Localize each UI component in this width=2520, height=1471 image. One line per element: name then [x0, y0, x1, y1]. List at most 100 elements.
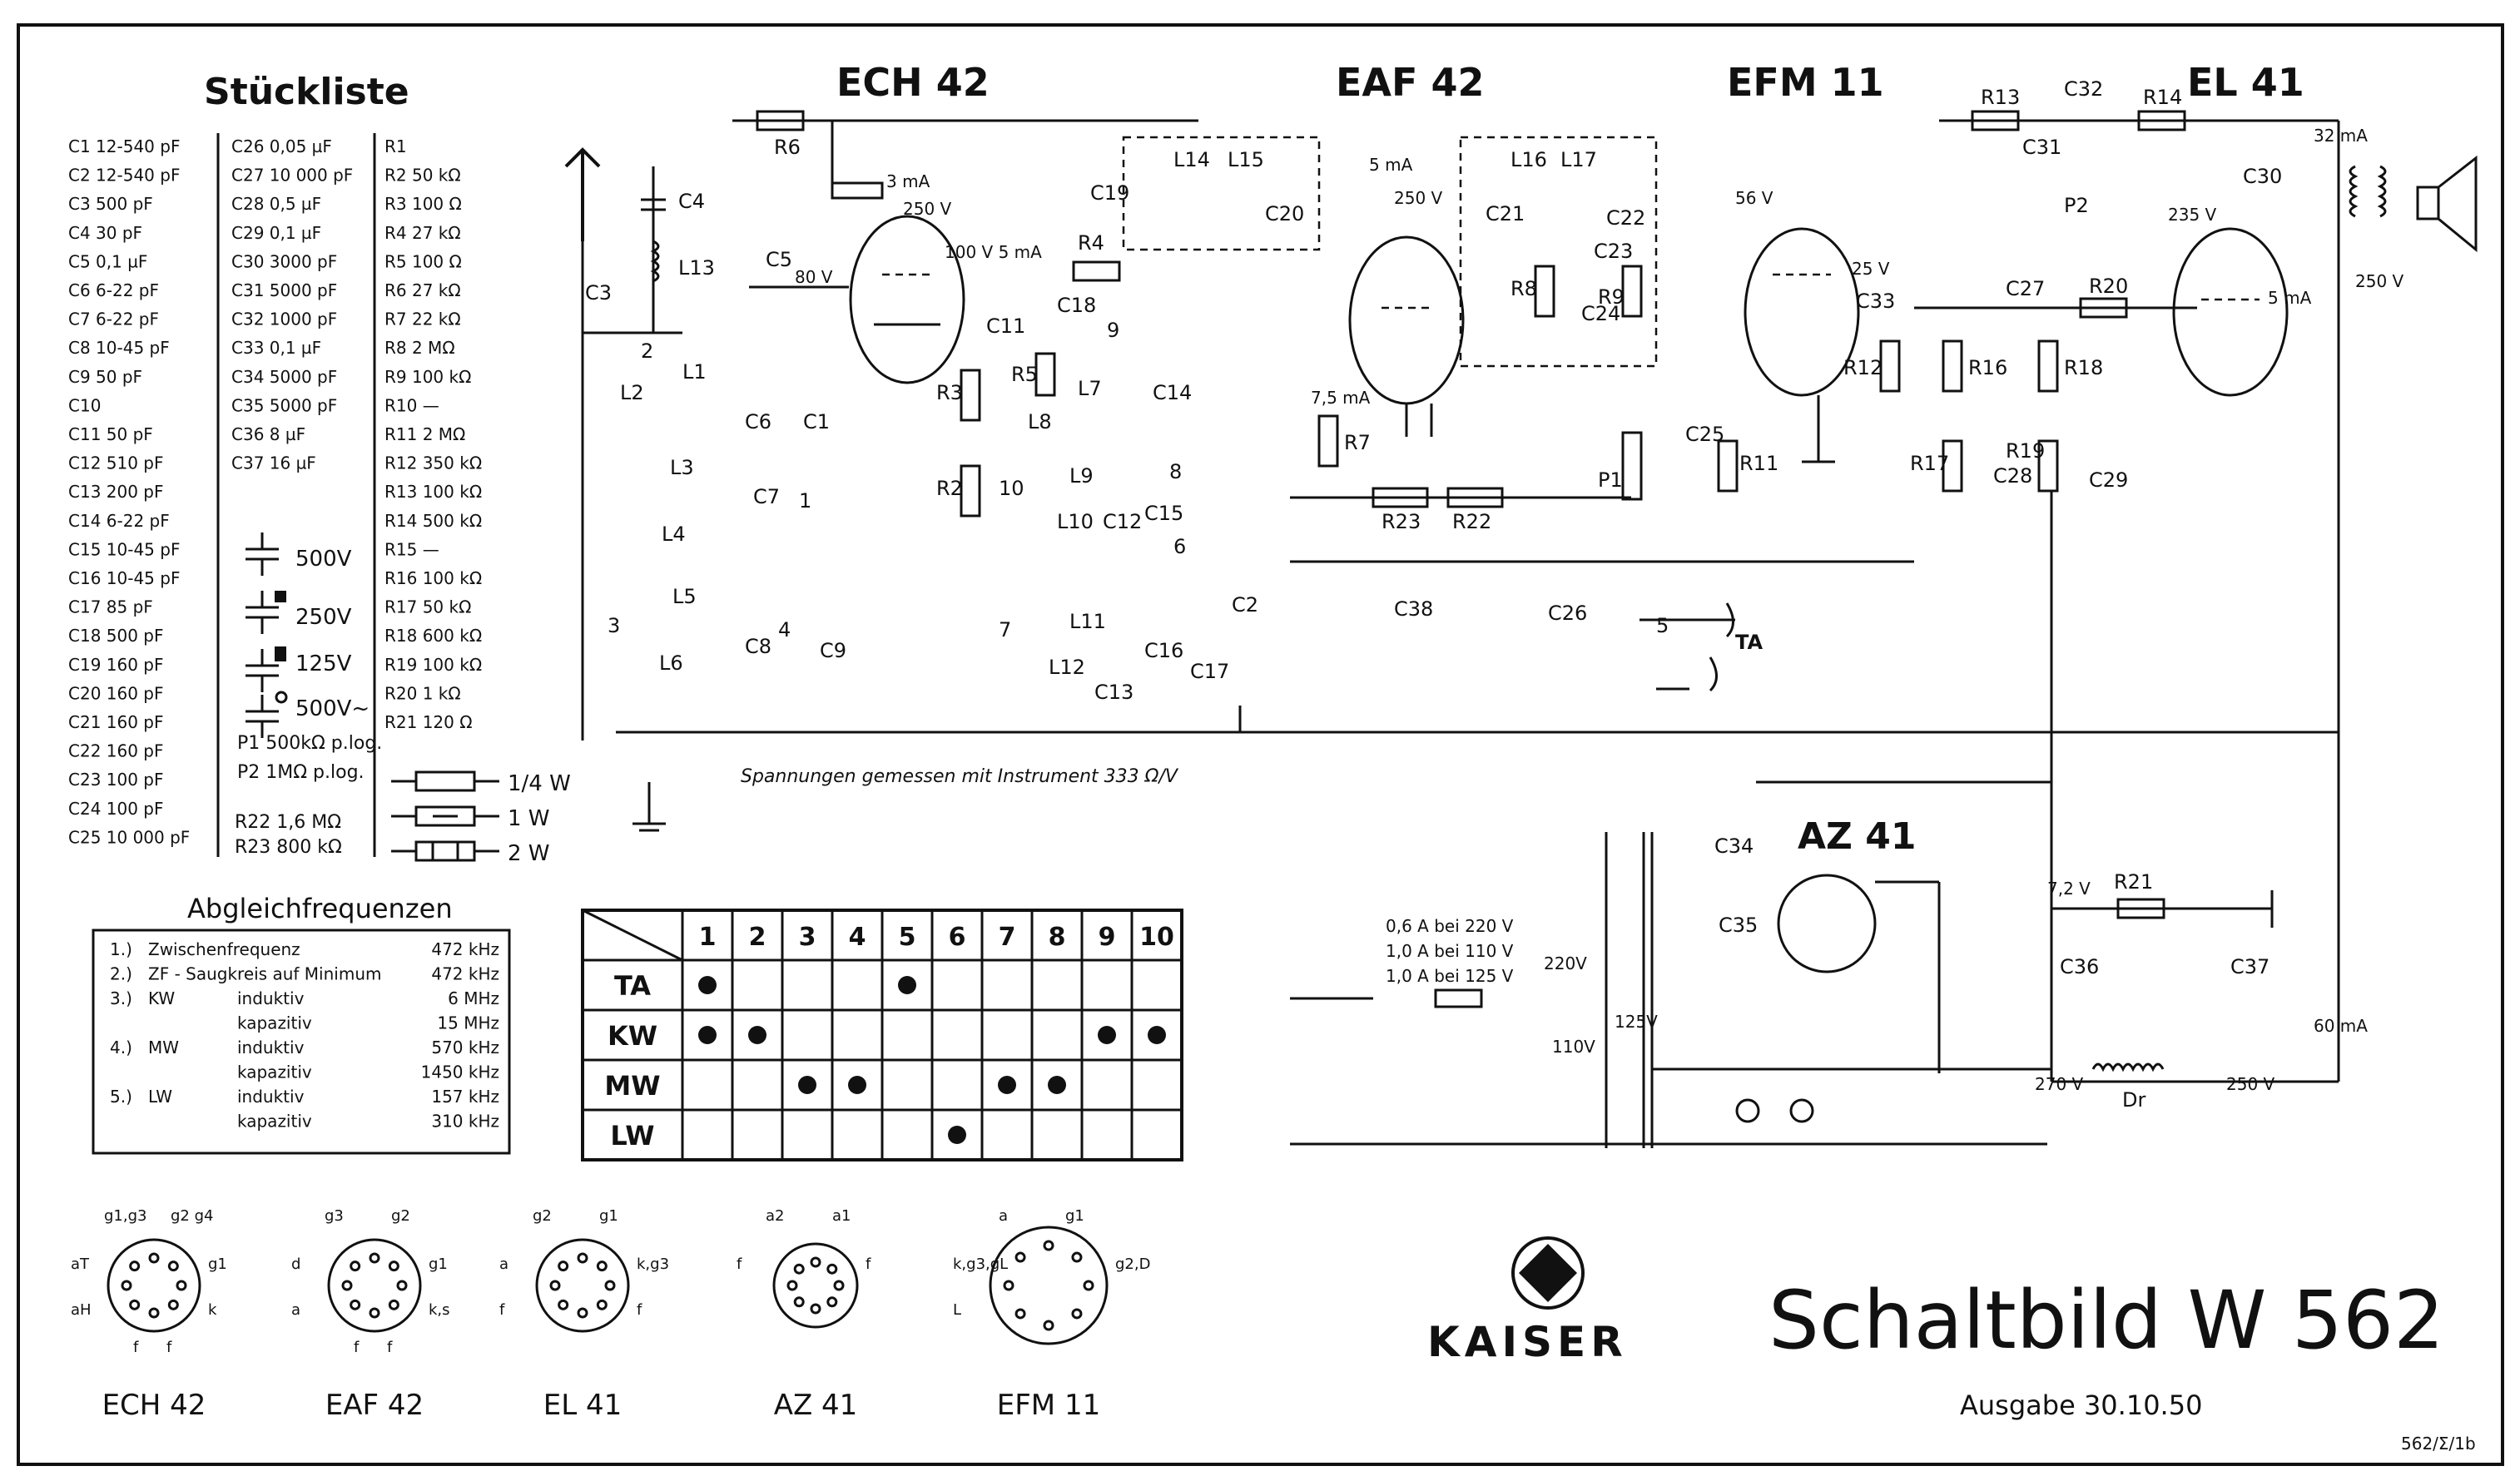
- switch-row-label: LW: [610, 1120, 654, 1152]
- resistor-item: R1: [384, 136, 407, 156]
- socket-pin: [558, 1261, 569, 1272]
- brand-name: KAISER: [1427, 1318, 1628, 1366]
- socket-pin: [176, 1280, 187, 1291]
- label-tap110: 110V: [1552, 1037, 1595, 1057]
- capacitor-item: C37 16 µF: [231, 453, 316, 473]
- socket-pin: [148, 1307, 160, 1319]
- socket-pin-label: f: [737, 1256, 742, 1273]
- socket-name: ECH 42: [102, 1389, 206, 1422]
- alignment-cell: 6 MHz: [448, 988, 499, 1008]
- alignment-cell: induktiv: [237, 1087, 305, 1107]
- switch-contact-dot: [698, 1026, 717, 1044]
- label-c12: C12: [1103, 510, 1142, 533]
- resistor-item: R4 27 kΩ: [384, 223, 461, 243]
- label-r22: R22: [1452, 510, 1491, 533]
- switch-contact-dot: [898, 976, 916, 994]
- capacitor-item: C32 1000 pF: [231, 310, 337, 329]
- alignment-cell: 472 kHz: [431, 939, 499, 959]
- label-r12: R12: [1843, 356, 1883, 379]
- label-l1: L1: [682, 360, 707, 384]
- resistor-item: R15 —: [384, 539, 439, 559]
- capacitor-item: C6 6-22 pF: [68, 280, 159, 300]
- socket-pin: [129, 1299, 141, 1310]
- capacitor-item: C21 160 pF: [68, 712, 164, 732]
- alignment-cell: 1.): [110, 939, 132, 959]
- socket-pin: [1014, 1308, 1026, 1320]
- label-c23: C23: [1594, 240, 1633, 263]
- label-r3: R3: [936, 381, 963, 404]
- switch-contact-dot: [1048, 1076, 1066, 1094]
- resistor-item: R17 50 kΩ: [384, 597, 471, 617]
- socket-pin: [596, 1261, 608, 1272]
- label-l16: L16: [1511, 148, 1547, 171]
- label-l12: L12: [1049, 656, 1085, 679]
- alignment-cell: 472 kHz: [431, 964, 499, 984]
- alignment-cell: Zwischenfrequenz: [148, 939, 300, 959]
- tube-az41-title: AZ 41: [1798, 815, 1917, 858]
- label-l8: L8: [1028, 410, 1052, 433]
- socket-pin-label: aH: [71, 1301, 92, 1319]
- tube-eaf42-title: EAF 42: [1336, 60, 1484, 105]
- label-c24: C24: [1581, 302, 1620, 325]
- capacitor-item: C26 0,05 µF: [231, 136, 332, 156]
- label-tap220: 220V: [1544, 953, 1587, 973]
- label-c17: C17: [1190, 660, 1229, 683]
- capacitor-item: C34 5000 pF: [231, 367, 337, 387]
- label-r2: R2: [936, 477, 963, 500]
- label-c15: C15: [1144, 502, 1183, 525]
- label-c26: C26: [1548, 602, 1587, 625]
- capacitor-item: C19 160 pF: [68, 655, 164, 675]
- switch-col-header: 3: [799, 923, 816, 952]
- capacitor-item: C27 10 000 pF: [231, 166, 353, 186]
- label-mains1: 0,6 A bei 220 V: [1386, 916, 1514, 936]
- switch-col-header: 5: [899, 923, 916, 952]
- voltage-500v: 500V: [295, 547, 352, 572]
- resistor-item: R6 27 kΩ: [384, 280, 461, 300]
- efm11-voltage: 56 V: [1735, 188, 1773, 208]
- switch-col-header: 4: [849, 923, 866, 952]
- kaiser-logo: [1511, 1236, 1585, 1310]
- resistor-item: R13 100 kΩ: [384, 482, 482, 502]
- res-r22: R22 1,6 MΩ: [235, 812, 341, 833]
- socket-pin-label: aT: [71, 1256, 90, 1273]
- el41-current-2: 5 mA: [2268, 288, 2312, 308]
- capacitor-item: C11 50 pF: [68, 424, 153, 444]
- voltage-125v: 125V: [295, 651, 352, 676]
- label-l7: L7: [1078, 377, 1102, 400]
- label-sw1: 1: [799, 489, 811, 513]
- label-sw2: 2: [641, 339, 653, 363]
- label-l11: L11: [1069, 610, 1106, 633]
- label-c37: C37: [2230, 955, 2269, 978]
- voltage-500v-ac: 500V~: [295, 696, 370, 721]
- label-ma60: 60 mA: [2314, 1016, 2368, 1036]
- alignment-cell: kapazitiv: [237, 1062, 312, 1082]
- switch-row-label: KW: [608, 1020, 657, 1052]
- capacitor-item: C15 10-45 pF: [68, 539, 180, 559]
- label-c21: C21: [1486, 202, 1525, 225]
- resistor-item: R20 1 kΩ: [384, 683, 461, 703]
- socket-outline: [107, 1238, 201, 1333]
- socket-pin: [1071, 1251, 1083, 1263]
- capacitor-item: C28 0,5 µF: [231, 194, 321, 214]
- socket-pin: [388, 1261, 399, 1272]
- label-c16: C16: [1144, 639, 1183, 662]
- label-sw9: 9: [1107, 319, 1119, 342]
- socket-pin-label: g2,D: [1115, 1256, 1150, 1273]
- capacitor-item: C12 510 pF: [68, 453, 164, 473]
- switch-col-header: 8: [1049, 923, 1066, 952]
- socket-pin-label: L: [953, 1301, 961, 1319]
- socket-pin-label: g3: [325, 1207, 344, 1225]
- capacitor-item: C5 0,1 µF: [68, 251, 147, 271]
- switch-contact-dot: [948, 1126, 966, 1144]
- label-v250b: 250 V: [2226, 1074, 2275, 1094]
- label-c32: C32: [2064, 77, 2103, 101]
- label-r19: R19: [2006, 439, 2045, 463]
- tube-el41-title: EL 41: [2187, 60, 2304, 105]
- resistor-item: R10 —: [384, 395, 439, 415]
- socket-pin: [604, 1280, 616, 1291]
- socket-pin-label: a: [499, 1256, 508, 1273]
- capacitor-item: C1 12-540 pF: [68, 136, 180, 156]
